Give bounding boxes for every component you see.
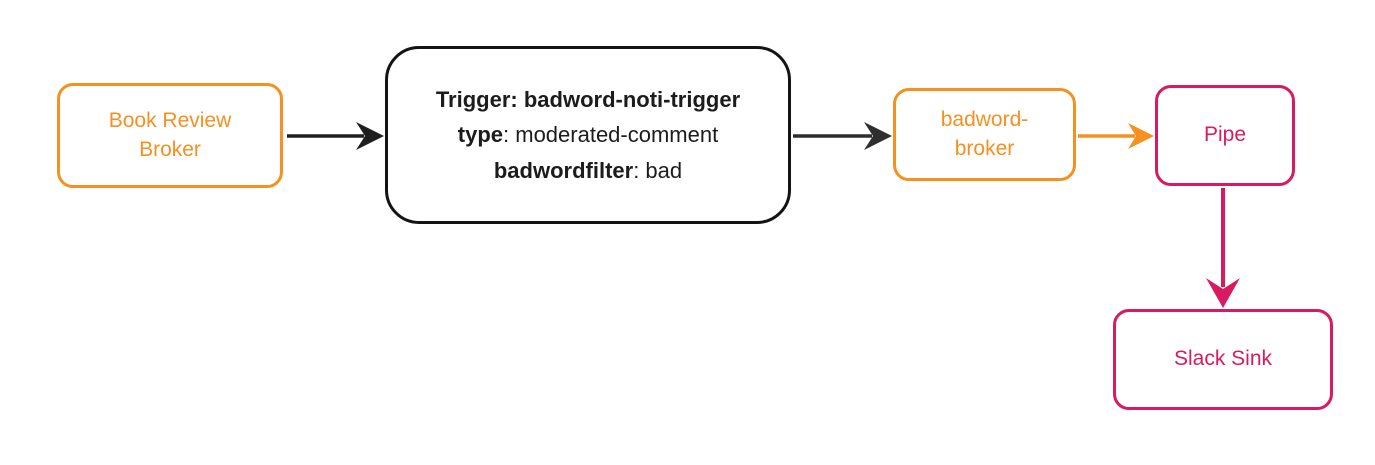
- node-badword-broker: badword- broker: [893, 88, 1076, 181]
- node-book-review-broker: Book Review Broker: [57, 83, 283, 188]
- arrow-broker-to-trigger: [287, 122, 384, 150]
- trigger-line-2: type: moderated-comment: [457, 122, 719, 148]
- node-label-line: Book Review: [108, 109, 232, 133]
- node-label-line: broker: [954, 136, 1015, 160]
- node-pipe: Pipe: [1155, 85, 1295, 186]
- trigger-line-3: badwordfilter: bad: [493, 157, 683, 183]
- node-slack-sink: Slack Sink: [1113, 309, 1333, 410]
- node-label-line: Broker: [139, 137, 201, 161]
- arrow-badword-broker-to-pipe: [1078, 123, 1154, 149]
- node-label: Pipe: [1203, 123, 1247, 147]
- node-trigger: Trigger: badword-noti-trigger type: mode…: [385, 46, 791, 224]
- arrow-trigger-to-badword-broker: [793, 122, 892, 150]
- arrow-pipe-to-slack-sink: [1206, 188, 1240, 308]
- node-label-line: badword-: [940, 108, 1029, 132]
- node-label: Slack Sink: [1173, 347, 1273, 371]
- trigger-line-1: Trigger: badword-noti-trigger: [435, 87, 741, 113]
